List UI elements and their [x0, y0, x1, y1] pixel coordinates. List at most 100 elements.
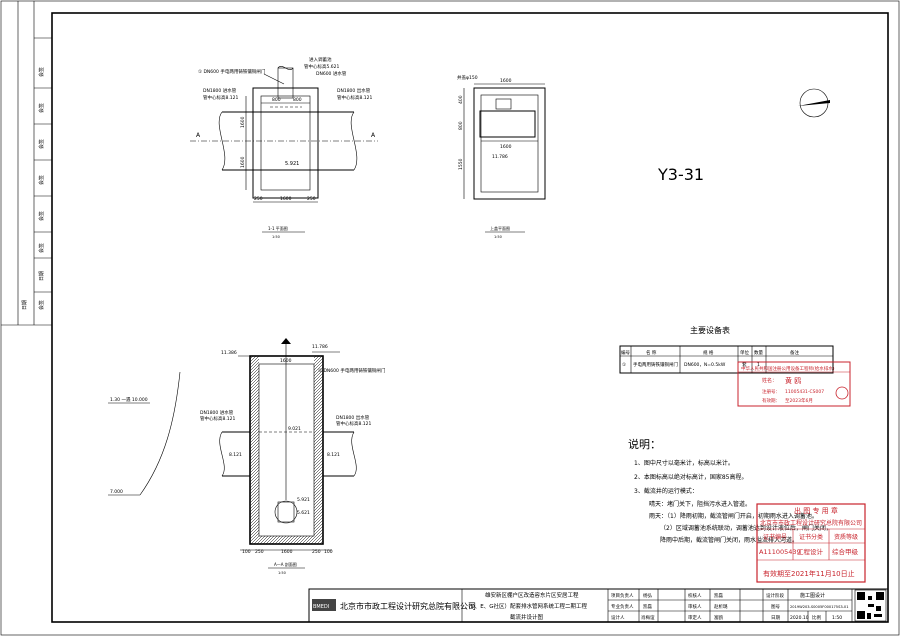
note-3: 3、截流井的运行模式：	[634, 487, 698, 495]
seal-valid: 至2023年6月	[785, 397, 813, 404]
cert-h3: 资质等级	[834, 533, 858, 541]
project-line-2: （D、E、G社区）配套排水管网系统工程二期工程	[465, 602, 587, 610]
cert-v3: 综合甲级	[832, 547, 859, 556]
section-dim-100-right: 100	[324, 549, 333, 555]
cover-elevation: 11.786	[492, 154, 508, 160]
dim-1600-vert-bottom: 1600	[240, 156, 246, 168]
header-name: 名 称	[646, 349, 657, 356]
row-spec: DN600，N=0.5kW	[684, 362, 726, 368]
north-arrow-icon	[798, 88, 830, 118]
margin-cell-3: 会签	[38, 139, 45, 149]
name-discipline-lead: 凯磊	[643, 603, 652, 610]
seal-reg-label: 注册号：	[762, 388, 780, 395]
row-code: ①	[622, 362, 626, 368]
section-elev-9021: 9.021	[288, 426, 301, 432]
cert-h1: 证书编号	[763, 533, 787, 541]
role-reviewer: 审核人	[688, 603, 702, 610]
value-stage: 施工图设计	[800, 592, 825, 599]
cert-company: 北京市市政工程设计研究总院有限公司	[760, 519, 862, 527]
role-project-lead: 项目负责人	[611, 592, 634, 599]
note-7: 降雨中后期，截流管闸门关闭，雨水溢流排入河道。	[660, 536, 798, 544]
equipment-table-title: 主要设备表	[690, 325, 730, 335]
note-6: （2）区域调蓄池系统联动，调蓄池达到设计液位后，闸门关闭，	[660, 524, 832, 532]
plan-right-pipe: DN1800 出水管	[337, 87, 371, 94]
plan-inlet-elevation: 管中心标高5.621	[304, 63, 340, 70]
dim-800-right: 800	[293, 97, 302, 103]
row-name: 手电两用铸铁镶铜闸门	[633, 361, 678, 368]
plan-inlet-label: 进入调蓄池	[309, 56, 332, 63]
section-view-title: A—A 剖面图	[274, 561, 297, 567]
value-scale: 1:50	[832, 615, 842, 621]
section-right-pipe: DN1800 出水管	[336, 414, 370, 421]
section-right-elevation: 管中心标高8.121	[336, 420, 372, 427]
project-line-1: 雄安新区棚户区改造容东片区安居工程	[485, 591, 579, 599]
plan-gate-label: ① DN600 手电两用铸铁镶铜闸门	[198, 68, 266, 75]
header-unit: 单位	[740, 349, 749, 356]
section-dim-250-right: 250	[312, 549, 321, 555]
header-remark: 备注	[790, 349, 799, 356]
cover-well-label: 井盖φ150	[457, 74, 478, 81]
notes: 说明： 1、图中尺寸以毫米计，标高以米计。 2、本图标高以绝对标高计，国家85高…	[628, 437, 832, 544]
margin-cell-5: 会签	[38, 211, 45, 221]
dim-250-left: 250	[254, 196, 263, 202]
value-date: 2020.10	[790, 615, 809, 621]
plan-inlet-pipe: DN600 进水管	[316, 70, 347, 77]
dim-1600-plan: 1600	[280, 196, 292, 202]
note-1: 1、图中尺寸以毫米计，标高以米计。	[634, 459, 734, 467]
section-elev-8121-left: 8.121	[229, 452, 242, 458]
section-dim-1600: 1600	[280, 358, 292, 364]
label-date: 日期	[771, 615, 780, 621]
note-5: 雨天：（1）降雨初期，截流管闸门开启，初期雨水进入调蓄池。	[649, 512, 818, 520]
drawing-name: 截流井设计图	[510, 613, 544, 621]
cover-view-scale: 1:50	[494, 235, 502, 239]
section-dim-1600-bottom: 1600	[281, 549, 293, 555]
section-marker-left: A	[196, 132, 201, 139]
margin-cell-4: 会签	[38, 175, 45, 185]
cover-view-title: 上盖平面图	[490, 225, 510, 231]
margin-cell-1: 会签	[38, 67, 45, 77]
margin-cell-6: 会签	[38, 243, 45, 253]
label-stage: 设计阶段	[766, 592, 784, 599]
margin-cell-7: 日期	[39, 271, 45, 281]
plan-bottom-elevation: 5.921	[285, 161, 299, 167]
name-approver: 富鸥	[714, 614, 723, 621]
role-approver: 审定人	[688, 614, 702, 621]
section-ground-right: 11.786	[312, 344, 328, 350]
section-low-level: 7.000	[110, 489, 123, 495]
cover-dim-side-b: 800	[458, 121, 464, 130]
cert-validity: 有效期至2021年11月10日止	[763, 569, 855, 578]
name-project-lead: 杨弘	[643, 592, 652, 599]
section-view-scale: 1:50	[278, 571, 286, 575]
row-unit: 套	[742, 361, 747, 368]
name-designer: 肖梅谊	[641, 614, 655, 621]
company-logo: BMEDI	[313, 604, 329, 610]
left-margin-column: 会签 会签 会签 会签 会签 会签 日期 会签 日期	[1, 1, 52, 326]
plan-view-title: 1-1 平面图	[268, 225, 288, 231]
margin-cell-9: 日期	[22, 300, 28, 310]
cert-v1: A111005439	[759, 548, 801, 556]
dim-250-right: 250	[307, 196, 316, 202]
header-spec: 规 格	[703, 349, 714, 356]
plan-view: A A 800 800 250 1600 250 1600 1600 5.921…	[190, 56, 378, 239]
company-name: 北京市市政工程设计研究总院有限公司	[340, 601, 476, 611]
cover-dim-side-a: 400	[458, 95, 464, 104]
header-code: 编号	[621, 349, 630, 356]
seal-name-label: 姓名：	[762, 377, 777, 384]
section-ground-left: 11.386	[221, 350, 237, 356]
engineer-seal: 中华人民共和国注册公用设备工程师(给水排水) 姓名： 黄 鸥 注册号： 1100…	[737, 361, 851, 407]
section-dim-100-left: 100	[242, 549, 251, 555]
name-reviewer: 赵析璐	[714, 603, 728, 610]
plan-right-elevation: 管中心标高8.121	[337, 94, 373, 101]
section-flood-level: 1.30 一遇 10.000	[110, 397, 148, 403]
label-number: 图号	[771, 604, 780, 610]
notes-heading: 说明：	[628, 437, 661, 451]
plan-left-pipe: DN1800 进水管	[203, 87, 237, 94]
cover-dim-top: 1600	[500, 78, 512, 84]
drawing-code: Y3-31	[657, 165, 704, 184]
section-elev-5921: 5.921	[297, 497, 310, 503]
cert-h2: 证书分类	[799, 533, 823, 541]
section-left-elevation: 管中心标高8.121	[200, 415, 236, 422]
role-checker: 校核人	[688, 592, 702, 599]
role-designer: 设计人	[611, 614, 625, 621]
